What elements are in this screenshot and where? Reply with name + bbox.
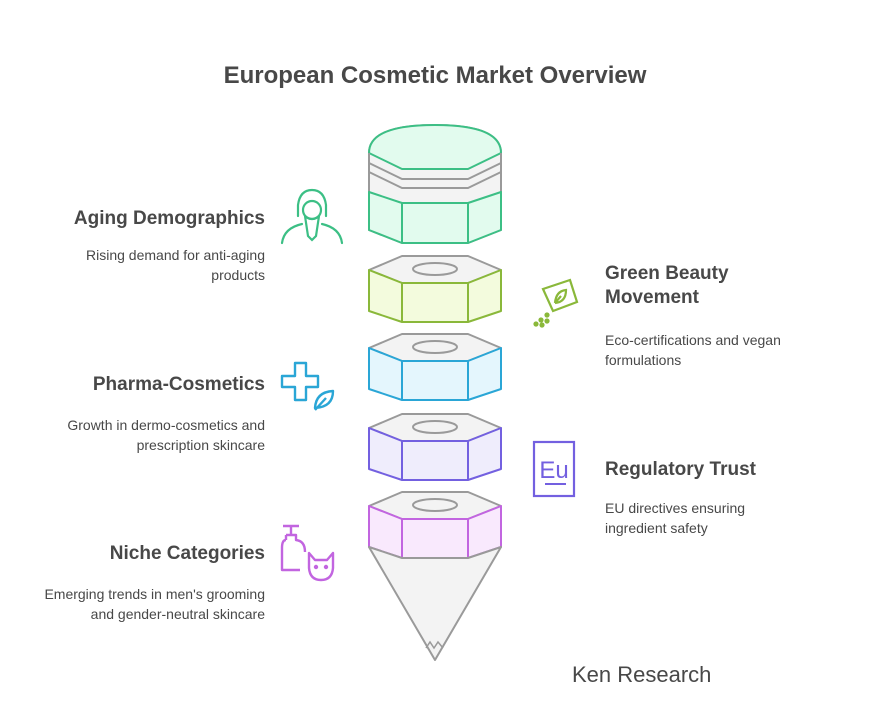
elderly-woman-icon	[280, 188, 344, 245]
stack-cone	[368, 546, 502, 661]
page-title: European Cosmetic Market Overview	[223, 62, 647, 89]
pharma-description: Growth in dermo-cosmetics and prescripti…	[67, 417, 265, 453]
regulatory-description: EU directives ensuring ingredient safety	[605, 500, 746, 536]
eco-leaf-tag-icon	[533, 278, 579, 328]
niche-heading: Niche Categories	[109, 543, 265, 564]
niche-description: Emerging trends in men's grooming and ge…	[44, 586, 265, 622]
stack-segment-green-beauty	[368, 255, 502, 323]
stack-segment-niche	[368, 491, 502, 559]
stack-segment-pharma	[368, 333, 502, 401]
pharma-heading: Pharma-Cosmetics	[92, 374, 265, 395]
eu-badge-icon: Eu	[532, 440, 576, 498]
brand-label: Ken Research	[572, 662, 712, 687]
aging-heading: Aging Demographics	[73, 208, 265, 229]
stack-segment-regulatory	[368, 413, 502, 481]
stack-segment-aging	[368, 124, 502, 244]
green-beauty-description: Eco-certifications and vegan formulation…	[605, 332, 781, 368]
regulatory-heading: Regulatory Trust	[605, 459, 756, 480]
svg-text:Eu: Eu	[539, 457, 568, 484]
pump-bottle-pet-icon	[280, 524, 335, 582]
medical-cross-leaf-icon	[280, 361, 335, 411]
green-beauty-heading: Green Beauty Movement	[605, 263, 729, 308]
aging-description: Rising demand for anti-aging products	[86, 247, 265, 283]
